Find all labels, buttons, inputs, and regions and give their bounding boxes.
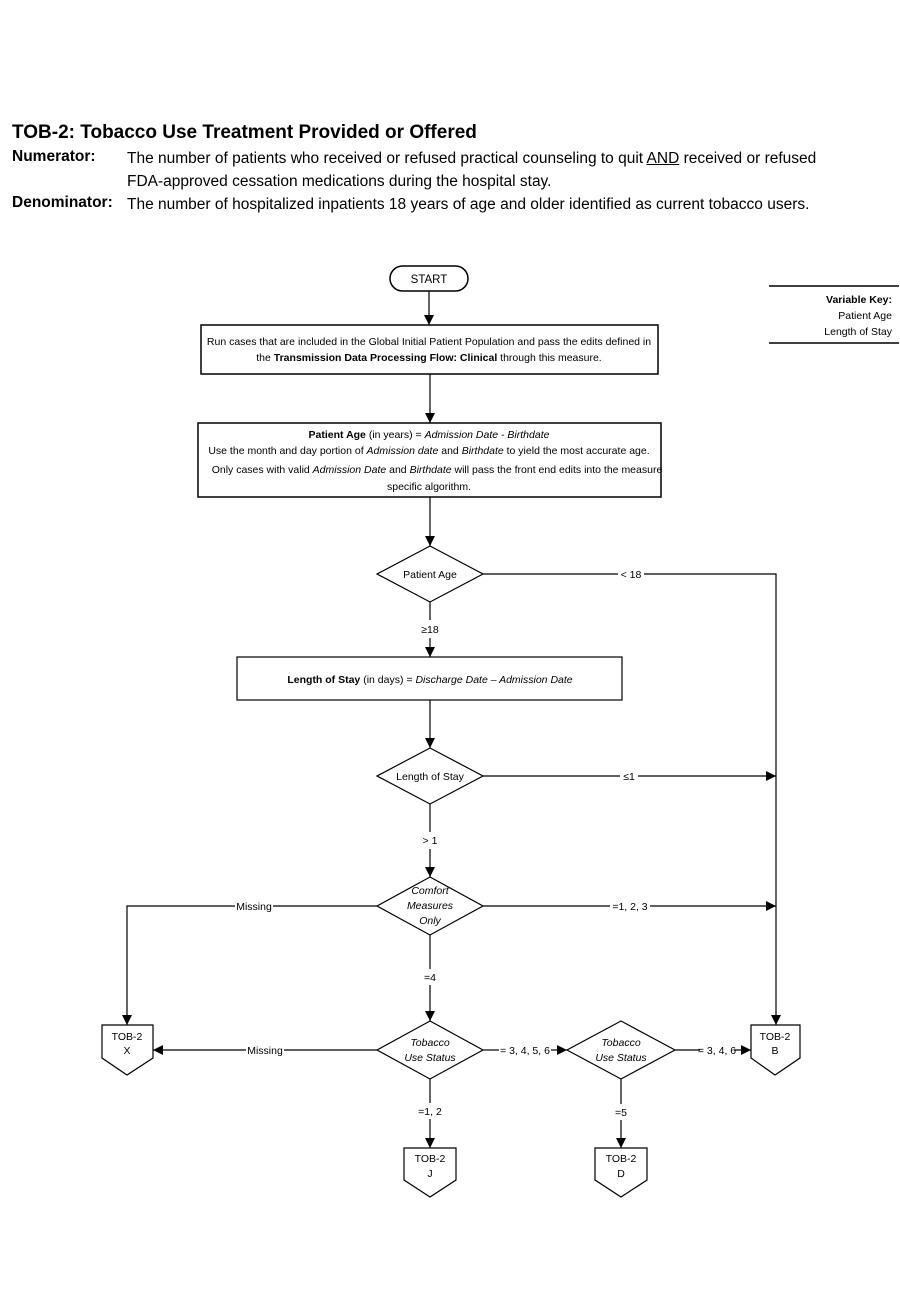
edge-label-tob1-missing: Missing [247, 1045, 283, 1057]
decision-tobacco-1-label: Tobacco [410, 1037, 449, 1049]
start-node: START [389, 265, 469, 292]
box3-line: Length of Stay (in days) = Discharge Dat… [287, 674, 572, 686]
endpoint-b-label: B [771, 1045, 778, 1057]
numerator-line-2: FDA-approved cessation medications durin… [127, 173, 552, 190]
numerator-text-a: The number of patients who received or r… [127, 150, 647, 167]
denominator-label: Denominator: [12, 194, 113, 211]
numerator-and: AND [646, 150, 680, 167]
decision-comfort-label: Comfort [411, 885, 449, 897]
connector-arrow [644, 573, 781, 1025]
endpoint-d-label: TOB-2 [606, 1153, 637, 1165]
variable-key-item: Length of Stay [824, 326, 892, 338]
decision-tobacco-1-label: Use Status [404, 1052, 456, 1064]
endpoint-tob2-j: TOB-2 J [403, 1147, 457, 1198]
endpoint-b-label: TOB-2 [760, 1031, 791, 1043]
edge-label-tob1-12: =1, 2 [418, 1106, 442, 1118]
page-title: TOB-2: Tobacco Use Treatment Provided or… [12, 122, 477, 143]
connectors [122, 291, 781, 1148]
box-initial-population: Run cases that are included in the Globa… [200, 324, 659, 375]
edge-labels: < 18 ≥18 ≤1 > 1 Missing =1, 2, 3 =4 Miss… [236, 569, 736, 1119]
decision-tobacco-2-label: Use Status [595, 1052, 647, 1064]
variable-key-item: Patient Age [838, 310, 892, 322]
decision-tobacco-2-label: Tobacco [601, 1037, 640, 1049]
box2-line1: Patient Age (in years) = Admission Date … [309, 429, 550, 441]
numerator-text-b: received or refused [679, 150, 817, 167]
box2-line3: Only cases with valid Admission Date and… [212, 464, 663, 476]
endpoint-x-label: X [123, 1045, 130, 1057]
decision-length-of-stay: Length of Stay [375, 747, 485, 805]
variable-key: Variable Key: Patient Age Length of Stay [769, 285, 899, 344]
edge-label-age-ge18: ≥18 [421, 624, 439, 636]
endpoint-j-label: J [427, 1168, 432, 1180]
edge-label-los-gt1: > 1 [423, 835, 438, 847]
endpoint-d-label: D [617, 1168, 625, 1180]
decision-tobacco-use-1: Tobacco Use Status [375, 1020, 485, 1080]
edge-label-tob2-5: =5 [615, 1107, 627, 1119]
box-patient-age: Patient Age (in years) = Admission Date … [197, 422, 663, 498]
denominator-text: The number of hospitalized inpatients 18… [127, 196, 810, 213]
decision-tobacco-use-2: Tobacco Use Status [565, 1020, 677, 1080]
box2-line4: specific algorithm. [387, 481, 471, 493]
numerator-line-1: The number of patients who received or r… [127, 148, 816, 170]
endpoint-x-label: TOB-2 [112, 1031, 143, 1043]
box1-line1: Run cases that are included in the Globa… [207, 336, 651, 348]
decision-comfort-label: Only [419, 915, 441, 927]
numerator-label: Numerator: [12, 148, 96, 165]
variable-key-title: Variable Key: [826, 294, 892, 306]
edge-label-comfort-4: =4 [424, 972, 436, 984]
edge-label-comfort-missing: Missing [236, 901, 272, 913]
box-length-of-stay: Length of Stay (in days) = Discharge Dat… [236, 656, 623, 701]
decision-comfort-label: Measures [407, 900, 454, 912]
decision-patient-age-label: Patient Age [403, 569, 457, 581]
edge-label-tob2-346: = 3, 4, 6 [698, 1045, 736, 1057]
endpoint-j-label: TOB-2 [415, 1153, 446, 1165]
edge-label-tob1-3456: = 3, 4, 5, 6 [500, 1045, 550, 1057]
edge-label-los-le1: ≤1 [623, 771, 635, 783]
box2-line2: Use the month and day portion of Admissi… [208, 445, 649, 457]
endpoint-tob2-x: TOB-2 X [101, 1024, 154, 1076]
decision-patient-age: Patient Age [375, 545, 485, 603]
endpoint-tob2-d: TOB-2 D [594, 1147, 648, 1198]
endpoint-tob2-b: TOB-2 B [750, 1024, 801, 1076]
start-label: START [411, 274, 448, 286]
decision-comfort-measures: Comfort Measures Only [375, 876, 485, 936]
connector-arrow [122, 905, 235, 1025]
box1-line2: the Transmission Data Processing Flow: C… [256, 352, 601, 364]
edge-label-comfort-123: =1, 2, 3 [612, 901, 647, 913]
edge-label-age-lt18: < 18 [621, 569, 642, 581]
decision-length-of-stay-label: Length of Stay [396, 771, 464, 783]
